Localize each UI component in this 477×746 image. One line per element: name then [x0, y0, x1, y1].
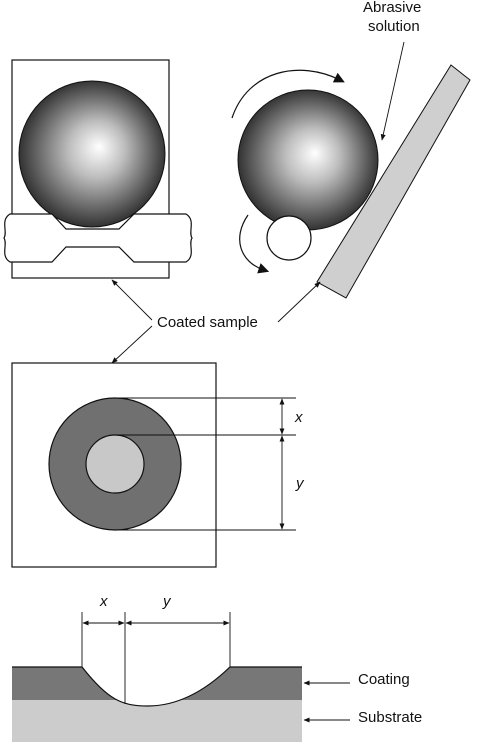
rotating-ball-view: Abrasive solution	[231, 0, 471, 299]
inclined-plate	[316, 64, 471, 299]
coating-label: Coating	[358, 671, 410, 688]
crater-sample-frame	[11, 362, 217, 568]
substrate-label: Substrate	[358, 709, 422, 726]
shaft	[3, 213, 193, 263]
ball-left	[18, 80, 166, 228]
holder-frame	[11, 59, 170, 279]
dim-y-label-bottom: y	[162, 593, 172, 610]
crater-inner-substrate	[85, 434, 145, 494]
dim-y-label-top: y	[295, 475, 305, 492]
abrasive-label-1: Abrasive	[363, 0, 421, 16]
rotation-arrow-large	[231, 69, 345, 119]
abrasive-pointer	[380, 41, 405, 141]
crater-top-view: x y	[11, 362, 305, 568]
drive-roller	[266, 215, 312, 261]
ball-right	[237, 89, 379, 231]
crater-profile	[12, 666, 302, 707]
coated-sample-callout: Coated sample	[111, 279, 321, 364]
crater-cross-section: x y Coating Substrate	[12, 593, 422, 742]
rotation-arrow-small	[239, 214, 270, 274]
crater-cut	[82, 666, 230, 706]
dim-x-label-top: x	[294, 409, 303, 426]
abrasive-label-2: solution	[368, 18, 420, 35]
dim-x-label-bottom: x	[99, 593, 108, 610]
coated-pointer-crater	[111, 325, 153, 364]
holder-view	[3, 59, 193, 279]
coated-pointer-holder	[111, 279, 153, 321]
substrate-layer	[12, 700, 302, 742]
coated-sample-label: Coated sample	[157, 314, 258, 331]
coated-pointer-plate	[277, 281, 321, 323]
